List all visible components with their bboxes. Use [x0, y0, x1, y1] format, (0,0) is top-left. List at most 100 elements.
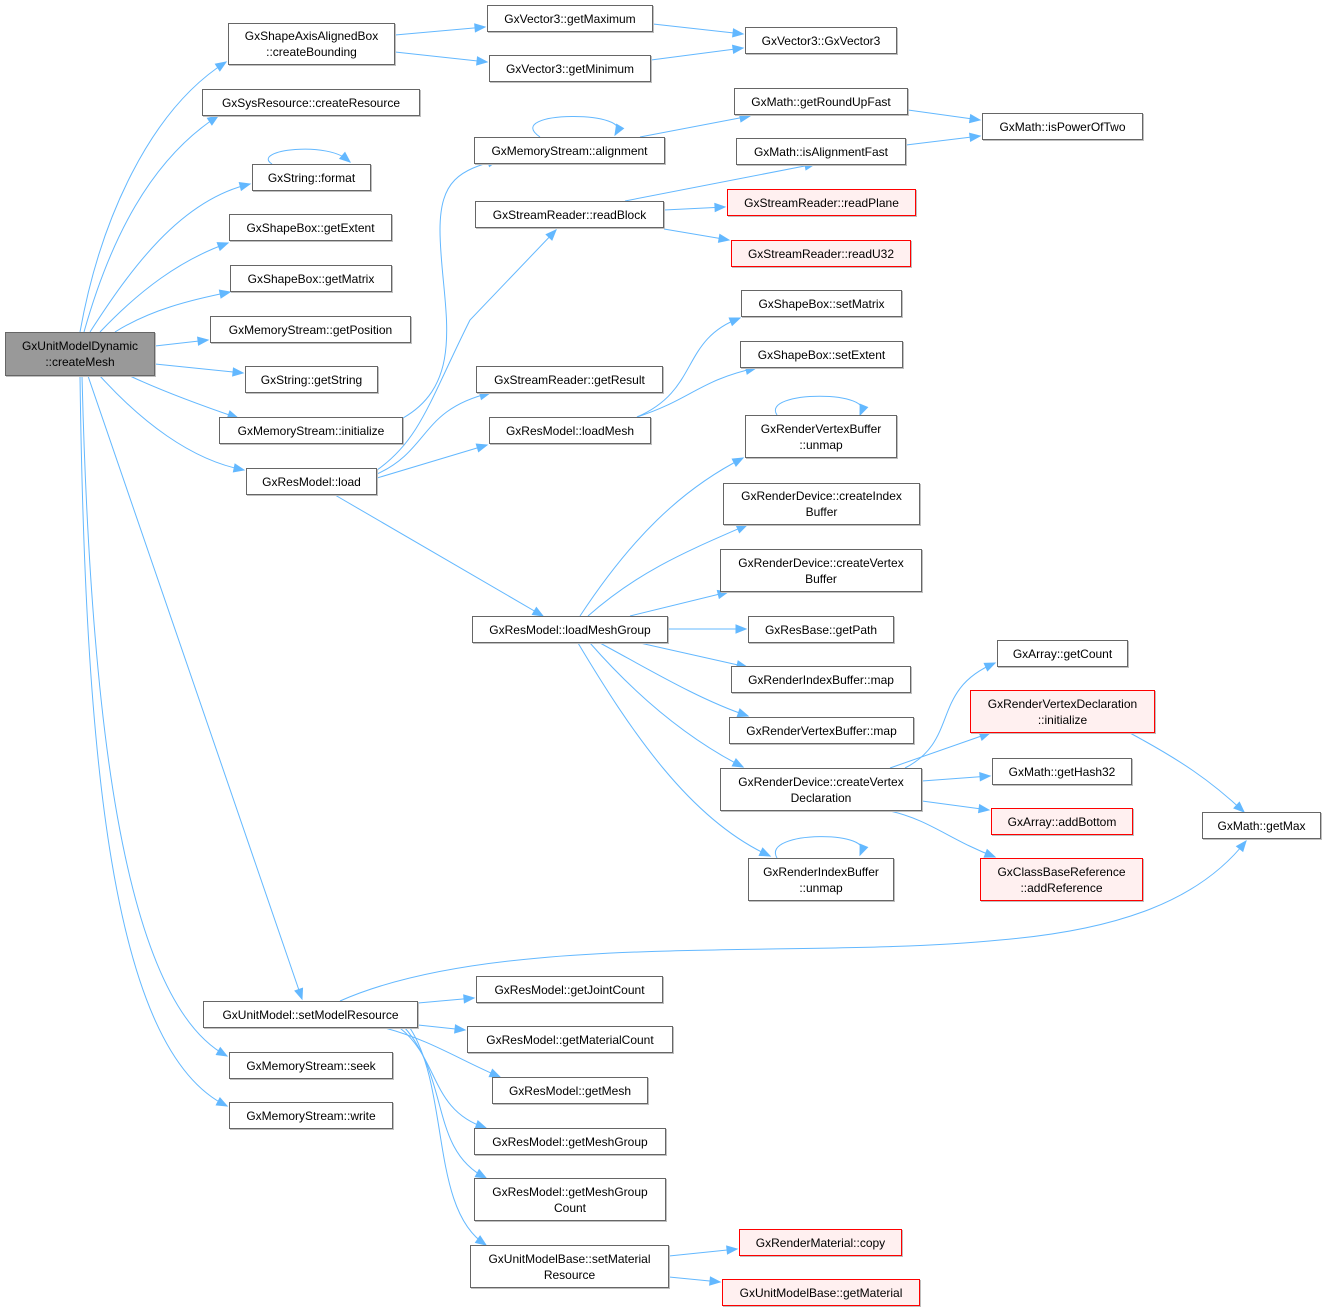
edge-create-vertex-decl-to-get-hash32 [921, 775, 991, 782]
edge-get-minimum-to-vec3ctor [650, 47, 744, 61]
node-create-bounding[interactable]: GxShapeAxisAlignedBox::createBounding [228, 23, 395, 65]
edge-load-mesh-group-to-create-vertex-buffer [629, 591, 729, 617]
arrowhead-icon [731, 757, 745, 768]
node-get-joint-count[interactable]: GxResModel::getJointCount [476, 976, 663, 1003]
node-get-mesh[interactable]: GxResModel::getMesh [492, 1077, 648, 1104]
node-set-matrix[interactable]: GxShapeBox::setMatrix [741, 290, 902, 317]
node-vb-unmap[interactable]: GxRenderVertexBuffer::unmap [745, 415, 897, 458]
edge-load-mesh-group-to-vb-unmap [579, 457, 744, 617]
node-label-line: GxResModel::getJointCount [494, 982, 645, 997]
node-label-line: GxMemoryStream::initialize [237, 423, 385, 438]
edge-load-mesh-group-to-create-index-buffer [587, 524, 748, 617]
node-add-bottom[interactable]: GxArray::addBottom [991, 808, 1133, 835]
edge-set-material-resource-to-material-copy [668, 1248, 738, 1257]
node-vb-map[interactable]: GxRenderVertexBuffer::map [729, 717, 914, 744]
node-get-matrix[interactable]: GxShapeBox::getMatrix [230, 265, 392, 292]
edge-set-model-resource-to-get-max [339, 840, 1247, 1002]
node-read-block[interactable]: GxStreamReader::readBlock [475, 201, 664, 228]
node-set-model-resource[interactable]: GxUnitModel::setModelResource [203, 1001, 418, 1028]
node-get-result[interactable]: GxStreamReader::getResult [476, 366, 663, 393]
edge-root-to-write [79, 375, 228, 1107]
arrowhead-icon [545, 229, 557, 241]
node-get-path[interactable]: GxResBase::getPath [748, 616, 894, 643]
edge-alignment-to-alignment [532, 116, 619, 138]
node-get-position[interactable]: GxMemoryStream::getPosition [210, 316, 411, 343]
node-add-reference[interactable]: GxClassBaseReference::addReference [980, 858, 1143, 901]
node-is-alignment-fast[interactable]: GxMath::isAlignmentFast [736, 138, 906, 165]
node-load-mesh[interactable]: GxResModel::loadMesh [489, 417, 651, 444]
node-label-line: GxRenderDevice::createVertex [738, 555, 904, 570]
node-ib-unmap[interactable]: GxRenderIndexBuffer::unmap [748, 858, 894, 901]
edge-format-to-format [268, 148, 351, 165]
arrowhead-icon [215, 1046, 229, 1057]
node-get-count[interactable]: GxArray::getCount [997, 640, 1128, 667]
node-label-line: ::createMesh [45, 355, 115, 369]
arrowhead-icon [1233, 801, 1245, 813]
node-get-max[interactable]: GxMath::getMax [1202, 812, 1321, 839]
arrowhead-icon [463, 994, 476, 1004]
node-ib-map[interactable]: GxRenderIndexBuffer::map [731, 666, 911, 693]
edge-root-to-ms-initialize [129, 375, 239, 419]
arrowhead-icon [454, 1024, 467, 1034]
node-get-extent[interactable]: GxShapeBox::getExtent [229, 214, 392, 241]
arrowhead-icon [717, 233, 731, 243]
node-get-material[interactable]: GxUnitModelBase::getMaterial [722, 1279, 920, 1306]
node-get-maximum[interactable]: GxVector3::getMaximum [487, 5, 653, 32]
node-set-extent[interactable]: GxShapeBox::setExtent [740, 341, 903, 368]
node-get-string[interactable]: GxString::getString [245, 366, 378, 393]
node-get-minimum[interactable]: GxVector3::getMinimum [489, 55, 651, 82]
node-label-line: GxShapeBox::setMatrix [758, 296, 885, 311]
node-label-line: GxUnitModelBase::setMaterial [488, 1251, 651, 1266]
node-load[interactable]: GxResModel::load [246, 468, 377, 495]
node-get-round-up-fast[interactable]: GxMath::getRoundUpFast [734, 88, 908, 115]
edge-load-to-get-result [376, 392, 491, 475]
node-ms-initialize[interactable]: GxMemoryStream::initialize [219, 417, 403, 444]
node-root[interactable]: GxUnitModelDynamic::createMesh [5, 332, 155, 376]
arrowhead-icon [474, 1235, 488, 1246]
node-write[interactable]: GxMemoryStream::write [229, 1102, 393, 1129]
arrowhead-icon [214, 61, 228, 72]
arrowhead-icon [218, 289, 232, 299]
arrowhead-icon [859, 403, 869, 417]
node-label-line: GxVector3::GxVector3 [761, 33, 881, 48]
node-create-resource[interactable]: GxSysResource::createResource [202, 89, 420, 116]
edge-root-to-get-matrix [114, 291, 231, 333]
arrowhead-icon [983, 848, 997, 858]
edge-create-vertex-decl-to-add-bottom [921, 800, 990, 811]
node-alignment[interactable]: GxMemoryStream::alignment [474, 137, 665, 164]
node-read-plane[interactable]: GxStreamReader::readPlane [727, 189, 916, 216]
arrowhead-icon [979, 772, 992, 782]
node-is-power-of-two[interactable]: GxMath::isPowerOfTwo [982, 113, 1143, 140]
node-get-hash32[interactable]: GxMath::getHash32 [992, 758, 1132, 785]
node-seek[interactable]: GxMemoryStream::seek [229, 1052, 393, 1079]
node-material-copy[interactable]: GxRenderMaterial::copy [739, 1229, 902, 1256]
node-get-material-count[interactable]: GxResModel::getMaterialCount [467, 1026, 673, 1053]
node-label-line: GxResModel::getMesh [508, 1083, 632, 1098]
edge-alignment-to-get-round-up-fast [639, 115, 751, 138]
node-label-line: ::addReference [1020, 880, 1103, 895]
edge-root-to-create-resource [83, 115, 219, 333]
arrowhead-icon [709, 1276, 722, 1286]
node-label-line: GxUnitModelDynamic [21, 339, 139, 353]
node-label-line: GxResModel::loadMesh [505, 423, 635, 438]
node-format[interactable]: GxString::format [252, 164, 371, 191]
node-label-line: GxRenderDevice::createIndex [741, 489, 902, 503]
node-load-mesh-group[interactable]: GxResModel::loadMeshGroup [472, 616, 668, 643]
edge-is-alignment-fast-to-is-power-of-two [905, 135, 981, 146]
node-vd-initialize[interactable]: GxRenderVertexDeclaration::initialize [970, 690, 1155, 733]
arrowhead-icon [731, 44, 745, 55]
node-read-u32[interactable]: GxStreamReader::readU32 [731, 240, 911, 267]
edge-vd-initialize-to-get-max [1129, 732, 1245, 813]
node-get-mesh-group[interactable]: GxResModel::getMeshGroup [474, 1128, 666, 1155]
node-label-line: GxMemoryStream::alignment [491, 143, 648, 158]
edge-set-model-resource-to-get-mesh [384, 1027, 501, 1078]
edge-root-to-create-bounding [79, 61, 227, 333]
node-vec3ctor[interactable]: GxVector3::GxVector3 [745, 27, 897, 54]
edge-vb-unmap-to-vb-unmap [774, 395, 863, 416]
